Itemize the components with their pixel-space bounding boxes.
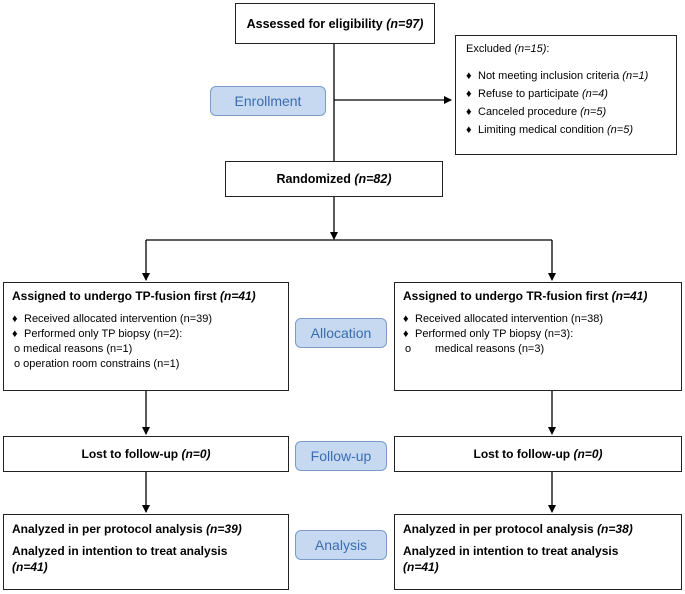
right-followup-box: Lost to follow-up (n=0)	[394, 436, 682, 472]
diamond-bullet-icon: ♦	[403, 328, 409, 340]
right-allocation-box: Assigned to undergo TR-fusion first (n=4…	[394, 282, 682, 391]
left-allocation-sub-item: o medical reasons (n=1)	[14, 343, 133, 355]
right-analysis-itt-count: (n=41)	[403, 560, 439, 574]
randomized-box: Randomized (n=82)	[225, 161, 443, 197]
randomized-label: Randomized	[276, 172, 355, 186]
left-allocation-performed: ♦Performed only TP biopsy (n=2):	[12, 328, 183, 340]
excluded-item: ♦Canceled procedure (n=5)	[466, 106, 607, 118]
left-analysis-itt: Analyzed in intention to treat analysis	[12, 544, 228, 558]
right-analysis-itt: Analyzed in intention to treat analysis	[403, 544, 619, 558]
right-allocation-received: ♦Received allocated intervention (n=38)	[403, 313, 604, 325]
stage-followup: Follow-up	[295, 441, 387, 471]
excluded-item: ♦Refuse to participate (n=4)	[466, 88, 608, 100]
left-allocation-title: Assigned to undergo TP-fusion first (n=4…	[12, 289, 256, 303]
diamond-bullet-icon: ♦	[403, 313, 409, 325]
left-analysis-itt-count: (n=41)	[12, 560, 48, 574]
excluded-item: ♦Limiting medical condition (n=5)	[466, 124, 634, 136]
stage-enrollment: Enrollment	[210, 86, 326, 116]
left-allocation-box: Assigned to undergo TP-fusion first (n=4…	[3, 282, 289, 391]
randomized-count: (n=82)	[354, 172, 392, 186]
left-allocation-sub-item: o operation room constrains (n=1)	[14, 358, 180, 370]
diamond-bullet-icon: ♦	[466, 106, 472, 118]
diamond-bullet-icon: ♦	[466, 70, 472, 82]
left-allocation-received: ♦Received allocated intervention (n=39)	[12, 313, 213, 325]
right-allocation-title: Assigned to undergo TR-fusion first (n=4…	[403, 289, 648, 303]
assessed-label: Assessed for eligibility	[246, 16, 387, 31]
excluded-title: Excluded (n=15):	[466, 43, 550, 55]
excluded-item: ♦Not meeting inclusion criteria (n=1)	[466, 70, 649, 82]
assessed-box: Assessed for eligibility (n=97)	[235, 3, 435, 44]
stage-allocation: Allocation	[295, 318, 387, 348]
excluded-box: Excluded (n=15): ♦Not meeting inclusion …	[455, 35, 677, 155]
diamond-bullet-icon: ♦	[466, 124, 472, 136]
left-analysis-box: Analyzed in per protocol analysis (n=39)…	[3, 514, 289, 590]
right-allocation-performed: ♦Performed only TP biopsy (n=3):	[403, 328, 574, 340]
left-analysis-per-protocol: Analyzed in per protocol analysis (n=39)	[12, 522, 242, 536]
right-analysis-box: Analyzed in per protocol analysis (n=38)…	[394, 514, 682, 590]
right-analysis-per-protocol: Analyzed in per protocol analysis (n=38)	[403, 522, 633, 536]
diamond-bullet-icon: ♦	[12, 328, 18, 340]
diamond-bullet-icon: ♦	[466, 88, 472, 100]
assessed-count: (n=97)	[386, 16, 424, 31]
diamond-bullet-icon: ♦	[12, 313, 18, 325]
left-followup-box: Lost to follow-up (n=0)	[3, 436, 289, 472]
stage-analysis: Analysis	[295, 530, 387, 560]
